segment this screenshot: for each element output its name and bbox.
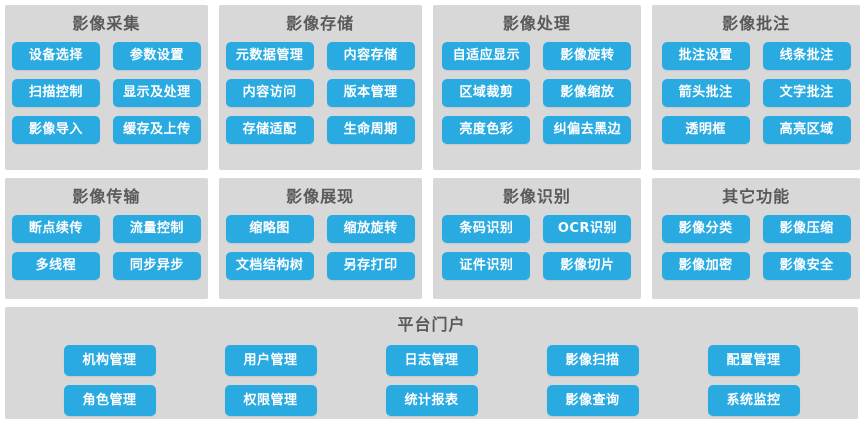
button-save-as-print[interactable]: 另存打印: [326, 252, 415, 280]
button-display-process[interactable]: 显示及处理: [112, 79, 201, 107]
button-image-classification[interactable]: 影像分类: [661, 215, 750, 243]
button-content-access[interactable]: 内容访问: [225, 79, 314, 107]
panel-title: 影像处理: [502, 14, 571, 33]
button-storage-adaptation[interactable]: 存储适配: [225, 116, 314, 144]
button-image-import[interactable]: 影像导入: [11, 116, 100, 144]
panel-image-presentation: 影像展现 缩略图 缩放旋转 文档结构树 另存打印: [218, 178, 422, 299]
button-multithread[interactable]: 多线程: [11, 252, 100, 280]
button-grid: 缩略图 缩放旋转 文档结构树 另存打印: [225, 215, 415, 280]
button-image-zoom[interactable]: 影像缩放: [543, 79, 632, 107]
button-role-management[interactable]: 角色管理: [63, 385, 156, 416]
button-transparent-box[interactable]: 透明框: [661, 116, 750, 144]
panel-image-collection: 影像采集 设备选择 参数设置 扫描控制 显示及处理 影像导入 缓存及上传: [5, 5, 208, 170]
panel-title: 影像展现: [286, 187, 355, 206]
button-grid: 条码识别 OCR识别 证件识别 影像切片: [442, 215, 632, 280]
panel-title: 影像存储: [286, 14, 355, 33]
button-image-scan[interactable]: 影像扫描: [546, 345, 639, 376]
button-document-tree[interactable]: 文档结构树: [225, 252, 314, 280]
button-user-management[interactable]: 用户管理: [224, 345, 317, 376]
button-image-encryption[interactable]: 影像加密: [661, 252, 750, 280]
button-flow-control[interactable]: 流量控制: [112, 215, 201, 243]
button-ocr-recognition[interactable]: OCR识别: [543, 215, 632, 243]
button-id-card-recognition[interactable]: 证件识别: [442, 252, 531, 280]
button-statistics-report[interactable]: 统计报表: [385, 385, 478, 416]
panel-platform-portal: 平台门户 机构管理 用户管理 日志管理 影像扫描 配置管理 角色管理 权限管理 …: [5, 307, 858, 419]
button-annotation-settings[interactable]: 批注设置: [661, 42, 750, 70]
button-image-security[interactable]: 影像安全: [762, 252, 851, 280]
button-scan-control[interactable]: 扫描控制: [11, 79, 100, 107]
button-config-management[interactable]: 配置管理: [707, 345, 800, 376]
panel-image-storage: 影像存储 元数据管理 内容存储 内容访问 版本管理 存储适配 生命周期: [218, 5, 422, 170]
button-barcode-recognition[interactable]: 条码识别: [442, 215, 531, 243]
panel-title: 影像传输: [72, 187, 141, 206]
button-grid: 设备选择 参数设置 扫描控制 显示及处理 影像导入 缓存及上传: [11, 42, 201, 144]
panel-row-2: 影像传输 断点续传 流量控制 多线程 同步异步 影像展现 缩略图 缩放旋转 文档…: [5, 178, 860, 299]
panel-title: 影像识别: [502, 187, 571, 206]
button-version-management[interactable]: 版本管理: [326, 79, 415, 107]
button-grid: 机构管理 用户管理 日志管理 影像扫描 配置管理 角色管理 权限管理 统计报表 …: [63, 345, 800, 416]
button-lifecycle[interactable]: 生命周期: [326, 116, 415, 144]
button-arrow-annotation[interactable]: 箭头批注: [661, 79, 750, 107]
panel-title: 平台门户: [397, 315, 466, 334]
panel-other-functions: 其它功能 影像分类 影像压缩 影像加密 影像安全: [652, 178, 860, 299]
button-grid: 断点续传 流量控制 多线程 同步异步: [11, 215, 201, 280]
button-region-crop[interactable]: 区域裁剪: [442, 79, 531, 107]
button-log-management[interactable]: 日志管理: [385, 345, 478, 376]
button-permission-management[interactable]: 权限管理: [224, 385, 317, 416]
panel-title: 影像批注: [722, 14, 791, 33]
panel-image-transmission: 影像传输 断点续传 流量控制 多线程 同步异步: [5, 178, 208, 299]
button-metadata-management[interactable]: 元数据管理: [225, 42, 314, 70]
button-image-compression[interactable]: 影像压缩: [762, 215, 851, 243]
button-grid: 自适应显示 影像旋转 区域裁剪 影像缩放 亮度色彩 纠偏去黑边: [442, 42, 632, 144]
button-device-select[interactable]: 设备选择: [11, 42, 100, 70]
button-brightness-color[interactable]: 亮度色彩: [442, 116, 531, 144]
panel-image-processing: 影像处理 自适应显示 影像旋转 区域裁剪 影像缩放 亮度色彩 纠偏去黑边: [432, 5, 642, 170]
button-sync-async[interactable]: 同步异步: [112, 252, 201, 280]
panel-image-annotation: 影像批注 批注设置 线条批注 箭头批注 文字批注 透明框 高亮区域: [652, 5, 860, 170]
button-deskew-deborder[interactable]: 纠偏去黑边: [543, 116, 632, 144]
button-text-annotation[interactable]: 文字批注: [762, 79, 851, 107]
button-resumable-transfer[interactable]: 断点续传: [11, 215, 100, 243]
panel-title: 影像采集: [72, 14, 141, 33]
button-highlight-region[interactable]: 高亮区域: [762, 116, 851, 144]
button-adaptive-display[interactable]: 自适应显示: [442, 42, 531, 70]
button-cache-upload[interactable]: 缓存及上传: [112, 116, 201, 144]
button-line-annotation[interactable]: 线条批注: [762, 42, 851, 70]
panel-image-recognition: 影像识别 条码识别 OCR识别 证件识别 影像切片: [432, 178, 642, 299]
button-grid: 批注设置 线条批注 箭头批注 文字批注 透明框 高亮区域: [661, 42, 851, 144]
button-content-storage[interactable]: 内容存储: [326, 42, 415, 70]
button-image-rotate[interactable]: 影像旋转: [543, 42, 632, 70]
button-thumbnail[interactable]: 缩略图: [225, 215, 314, 243]
button-zoom-rotate[interactable]: 缩放旋转: [326, 215, 415, 243]
button-system-monitor[interactable]: 系统监控: [707, 385, 800, 416]
panel-row-1: 影像采集 设备选择 参数设置 扫描控制 显示及处理 影像导入 缓存及上传 影像存…: [5, 5, 860, 170]
button-org-management[interactable]: 机构管理: [63, 345, 156, 376]
button-image-query[interactable]: 影像查询: [546, 385, 639, 416]
button-grid: 影像分类 影像压缩 影像加密 影像安全: [661, 215, 851, 280]
button-image-slicing[interactable]: 影像切片: [543, 252, 632, 280]
button-grid: 元数据管理 内容存储 内容访问 版本管理 存储适配 生命周期: [225, 42, 415, 144]
button-parameter-setting[interactable]: 参数设置: [112, 42, 201, 70]
panel-title: 其它功能: [722, 187, 791, 206]
